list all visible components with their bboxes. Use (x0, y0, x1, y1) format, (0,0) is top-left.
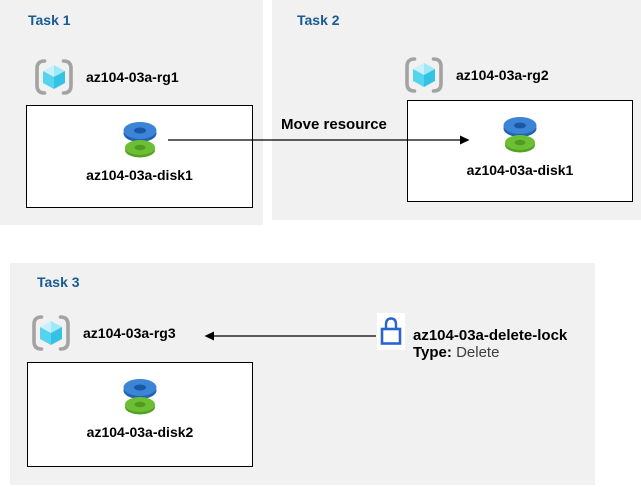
lock-label-block: az104-03a-delete-lock Type: Delete (413, 327, 567, 361)
task1-title: Task 1 (28, 12, 71, 28)
task3-title: Task 3 (37, 274, 80, 290)
resource-group-icon (35, 59, 73, 95)
move-resource-label: Move resource (281, 116, 387, 133)
task3-disk-box: az104-03a-disk2 (27, 362, 253, 467)
lock-name-label: az104-03a-delete-lock (413, 327, 568, 344)
lock-type-line: Type: Delete (413, 344, 567, 361)
lock-type-label: Type: (413, 344, 452, 361)
lock-icon (377, 313, 405, 350)
task3-disk-label: az104-03a-disk2 (86, 424, 194, 440)
task2-disk-box: az104-03a-disk1 (407, 100, 633, 202)
task2-resource-group-label: az104-03a-rg2 (456, 67, 549, 83)
task3-resource-group: az104-03a-rg3 (30, 313, 176, 353)
task1-resource-group: az104-03a-rg1 (33, 57, 179, 97)
disk-icon (123, 122, 156, 158)
disk-icon (503, 117, 537, 153)
resource-group-icon (32, 315, 70, 351)
task1-resource-group-label: az104-03a-rg1 (86, 69, 179, 85)
task2-title: Task 2 (297, 12, 340, 28)
task2-disk-label: az104-03a-disk1 (466, 162, 574, 178)
task2-resource-group: az104-03a-rg2 (403, 55, 549, 95)
task1-disk-label: az104-03a-disk1 (86, 167, 193, 183)
resource-group-icon (405, 57, 443, 93)
disk-icon (123, 379, 157, 415)
lock-glyph (380, 317, 402, 345)
lock-type-value: Delete (456, 344, 500, 361)
task3-resource-group-label: az104-03a-rg3 (83, 325, 176, 341)
task1-disk-box: az104-03a-disk1 (26, 105, 253, 208)
